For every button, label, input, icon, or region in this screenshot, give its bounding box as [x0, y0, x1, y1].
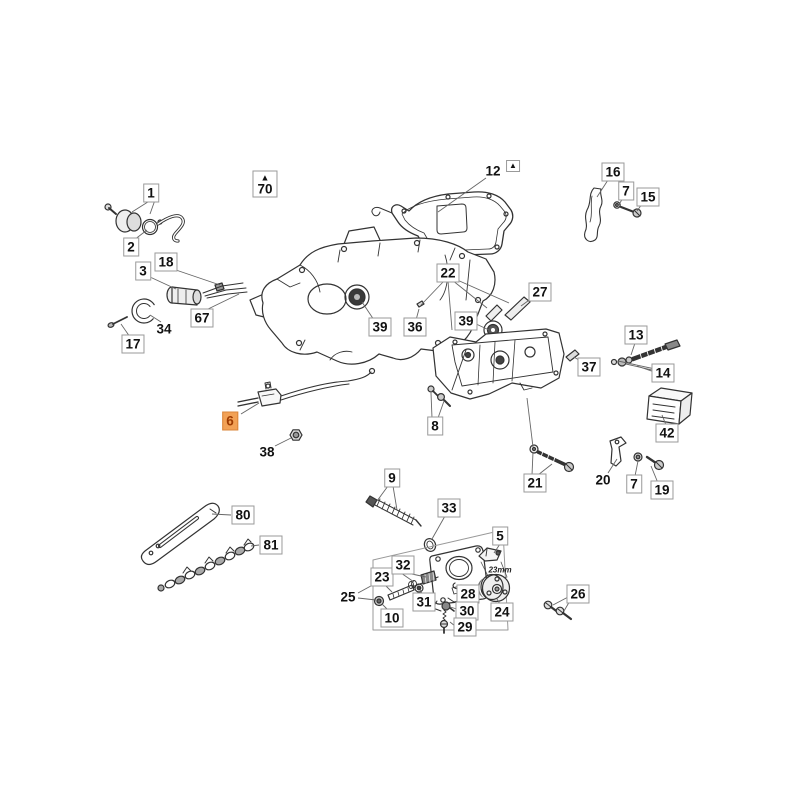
pin-37-drawing [565, 349, 580, 362]
washer-31-drawing [414, 583, 424, 593]
part-label-70-text: 70 [257, 181, 273, 197]
screw-29-drawing [439, 609, 449, 634]
bracket-20-drawing [609, 436, 627, 467]
bolt-13-drawing [610, 339, 681, 367]
part-label-19[interactable]: 19 [650, 480, 674, 500]
part-label-7-top[interactable]: 7 [618, 181, 634, 201]
part-label-34[interactable]: 34 [156, 321, 172, 337]
part-label-3[interactable]: 3 [135, 261, 151, 281]
crankcase-right-half-drawing [432, 328, 565, 400]
part-label-36[interactable]: 36 [403, 317, 427, 337]
part-label-26[interactable]: 26 [566, 584, 590, 604]
part-label-67[interactable]: 67 [190, 308, 214, 328]
part-label-37[interactable]: 37 [577, 357, 601, 377]
part-label-23[interactable]: 23 [370, 567, 394, 587]
screw-19-drawing [645, 455, 665, 471]
clamp-ring-drawing [131, 298, 157, 324]
part-label-16[interactable]: 16 [601, 162, 625, 182]
up-triangle-icon: ▲ [260, 172, 270, 183]
part-label-2[interactable]: 2 [123, 237, 139, 257]
valve-30-drawing [441, 601, 455, 612]
clutch-drum-24-drawing [477, 573, 511, 603]
part-label-31[interactable]: 31 [412, 592, 436, 612]
part-label-25[interactable]: 25 [340, 589, 356, 605]
oring-33-drawing [423, 538, 437, 552]
part-label-27[interactable]: 27 [528, 282, 552, 302]
part-label-33[interactable]: 33 [437, 498, 461, 518]
part-label-17[interactable]: 17 [121, 334, 145, 354]
part-label-7-mid[interactable]: 7 [626, 474, 642, 494]
part-label-14[interactable]: 14 [651, 363, 675, 383]
part-label-10[interactable]: 10 [380, 608, 404, 628]
part-label-24[interactable]: 24 [490, 602, 514, 622]
part-label-12[interactable]: 12 [485, 163, 501, 179]
part-label-13[interactable]: 13 [624, 325, 648, 345]
part-label-20[interactable]: 20 [595, 472, 611, 488]
part-label-28[interactable]: 28 [456, 584, 480, 604]
part-label-29[interactable]: 29 [453, 617, 477, 637]
part-label-18[interactable]: 18 [154, 252, 178, 272]
part-label-39-left[interactable]: 39 [368, 317, 392, 337]
pin-36-drawing [416, 300, 425, 308]
block-42-drawing [646, 387, 693, 425]
screw-15-drawing [619, 205, 642, 218]
part-label-42[interactable]: 42 [655, 423, 679, 443]
nut-7-mid-drawing [633, 452, 643, 462]
up-triangle-icon: ▲ [506, 160, 520, 172]
part-label-22[interactable]: 22 [436, 263, 460, 283]
part-label-81[interactable]: 81 [259, 535, 283, 555]
bolt-21-drawing [529, 444, 575, 473]
dimension-annotation: 23mm [488, 565, 512, 575]
spring-9-drawing [365, 495, 422, 527]
screw-17-drawing [107, 316, 128, 328]
saw-chain-drawing [157, 538, 255, 592]
throttle-lever-drawing [237, 367, 376, 407]
part-label-80[interactable]: 80 [231, 505, 255, 525]
part-label-9[interactable]: 9 [384, 468, 400, 488]
oiler-worm-and-cable-drawing [166, 282, 248, 306]
part-label-39-right[interactable]: 39 [454, 311, 478, 331]
part-label-32[interactable]: 32 [391, 555, 415, 575]
part-label-8[interactable]: 8 [427, 416, 443, 436]
nut-7-top-drawing [613, 201, 621, 209]
brake-band-drawing [584, 187, 603, 242]
part-label-15[interactable]: 15 [636, 187, 660, 207]
guide-bar-drawing [140, 502, 220, 566]
screws-26-drawing [543, 600, 573, 621]
part-label-70[interactable]: ▲ 70 [252, 170, 278, 198]
screws-8-drawing [427, 385, 451, 407]
nut-10-drawing [373, 595, 385, 607]
part-label-5[interactable]: 5 [492, 526, 508, 546]
part-label-38[interactable]: 38 [259, 444, 275, 460]
part-label-21[interactable]: 21 [523, 473, 547, 493]
part-label-1[interactable]: 1 [143, 183, 159, 203]
springs-32-drawing [408, 570, 437, 589]
oil-pump-assembly-drawing [104, 203, 185, 243]
carburetor-kit-box [372, 529, 509, 631]
part-label-6-highlighted[interactable]: 6 [222, 411, 238, 431]
dowel-pins-drawing [485, 296, 531, 322]
nut-38-drawing [289, 429, 303, 441]
